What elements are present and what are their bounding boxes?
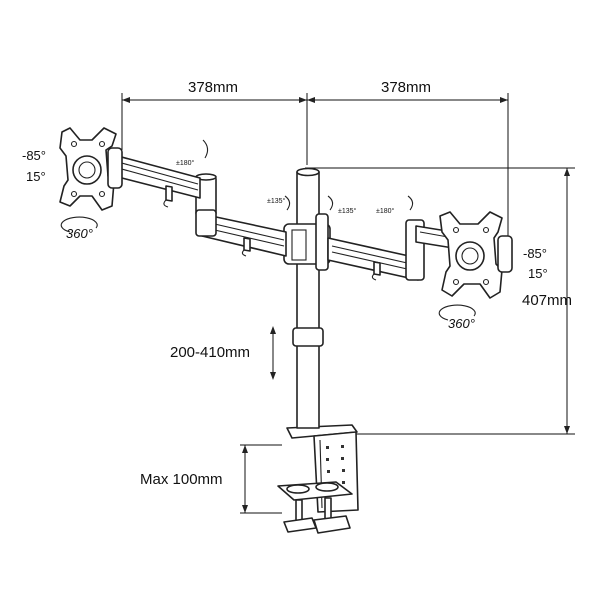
dim-clamp-thickness: Max 100mm bbox=[140, 471, 223, 488]
right-vesa-plate bbox=[439, 211, 513, 299]
pole bbox=[296, 171, 320, 429]
dim-height-adjust: 200-410mm bbox=[170, 344, 250, 361]
rotation-arrows bbox=[60, 139, 476, 321]
joint-center-right: ±135° bbox=[338, 207, 357, 215]
clamp-knob-left[interactable] bbox=[283, 517, 317, 533]
dim-overall-height: 407mm bbox=[522, 292, 572, 309]
right-rotation: 360° bbox=[448, 316, 475, 331]
height-collar bbox=[292, 327, 324, 347]
joint-right-swivel: ±180° bbox=[376, 207, 395, 215]
dim-arm-right: 378mm bbox=[381, 79, 431, 96]
arm-assembly bbox=[113, 154, 479, 281]
swivel-arrow-icon bbox=[202, 139, 209, 159]
swivel-arrow-icon bbox=[327, 195, 334, 211]
right-tilt-up: -85° bbox=[523, 246, 547, 261]
dimension-lines bbox=[121, 93, 575, 514]
pole-cap bbox=[296, 167, 320, 177]
joint-center-left: ±135° bbox=[267, 197, 286, 205]
swivel-arrow-icon bbox=[284, 195, 291, 211]
right-360-arc-icon bbox=[438, 304, 476, 321]
dim-arm-left: 378mm bbox=[188, 79, 238, 96]
joint-left-swivel: ±180° bbox=[176, 159, 195, 167]
right-inner-arm bbox=[327, 237, 419, 281]
left-tilt-up: -85° bbox=[22, 148, 46, 163]
left-360-arc-icon bbox=[60, 216, 98, 233]
clamp-knob-right[interactable] bbox=[313, 515, 351, 534]
right-tilt-down: 15° bbox=[528, 266, 548, 281]
left-vesa-plate bbox=[59, 127, 123, 211]
left-rotation: 360° bbox=[66, 226, 93, 241]
labels: 378mm 378mm 407mm 200-410mm Max 100mm -8… bbox=[22, 79, 572, 488]
left-tilt-down: 15° bbox=[26, 169, 46, 184]
swivel-arrow-icon bbox=[407, 195, 414, 211]
